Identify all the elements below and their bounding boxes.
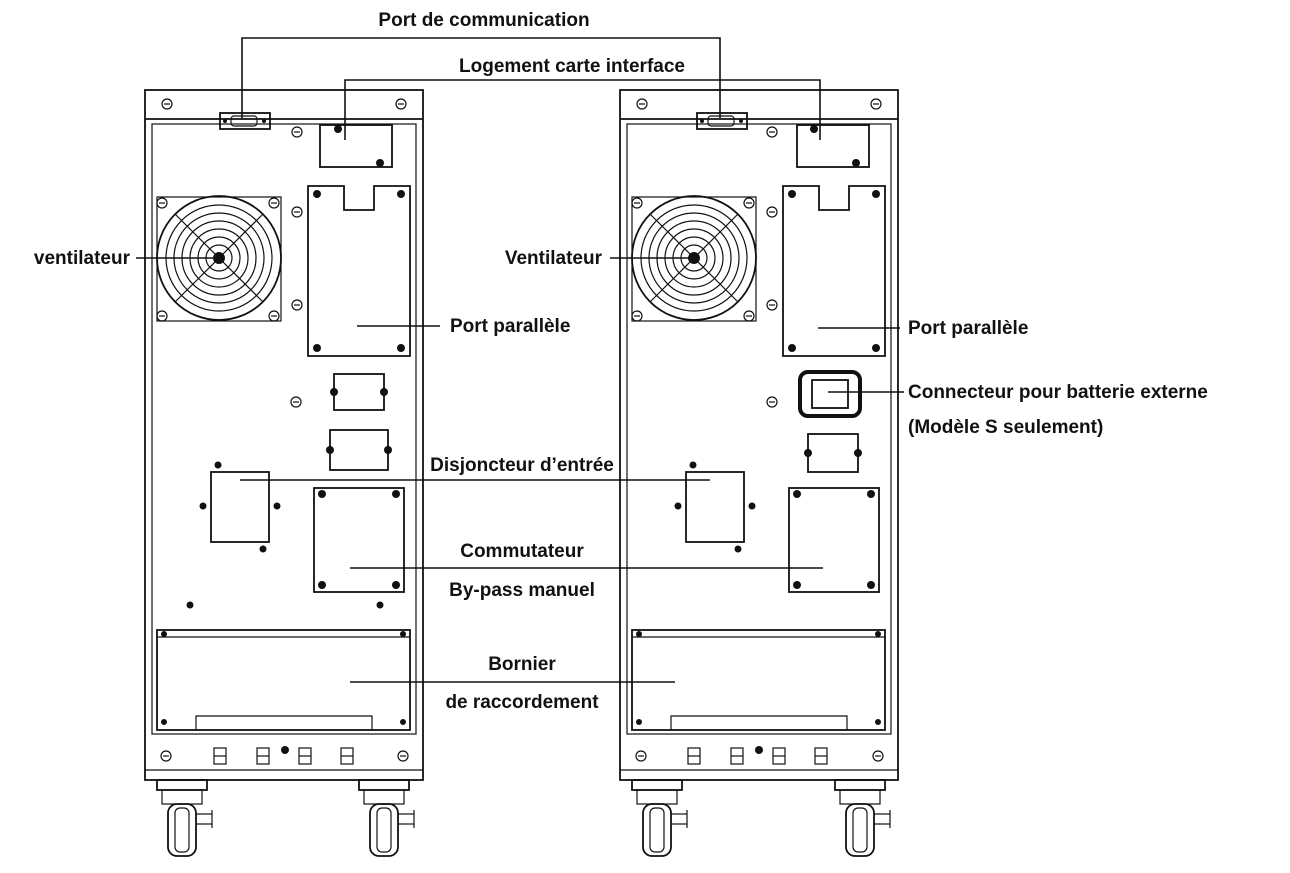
ups-unit-right <box>619 89 899 857</box>
label-commutateur: Commutateur <box>460 541 584 562</box>
callout-logement-carte <box>344 79 821 140</box>
label-port-parallele-right: Port parallèle <box>908 318 1028 339</box>
callout-labels: Port de communication Logement carte int… <box>34 10 1208 713</box>
label-port-communication: Port de communication <box>378 10 589 31</box>
label-bornier: Bornier <box>488 654 556 675</box>
label-port-parallele-left: Port parallèle <box>450 316 570 337</box>
label-bypass: By-pass manuel <box>449 580 595 601</box>
ups-unit-left <box>144 89 424 857</box>
label-modele-s: (Modèle S seulement) <box>908 417 1103 438</box>
label-ventilateur-left: ventilateur <box>34 248 131 269</box>
label-connecteur-batterie: Connecteur pour batterie externe <box>908 382 1208 403</box>
label-disjoncteur: Disjoncteur d’entrée <box>430 455 614 476</box>
label-logement-carte: Logement carte interface <box>459 56 685 77</box>
callout-lines <box>136 37 904 683</box>
label-raccordement: de raccordement <box>445 692 599 713</box>
label-ventilateur-right: Ventilateur <box>505 248 603 269</box>
callout-port-communication <box>241 37 721 118</box>
